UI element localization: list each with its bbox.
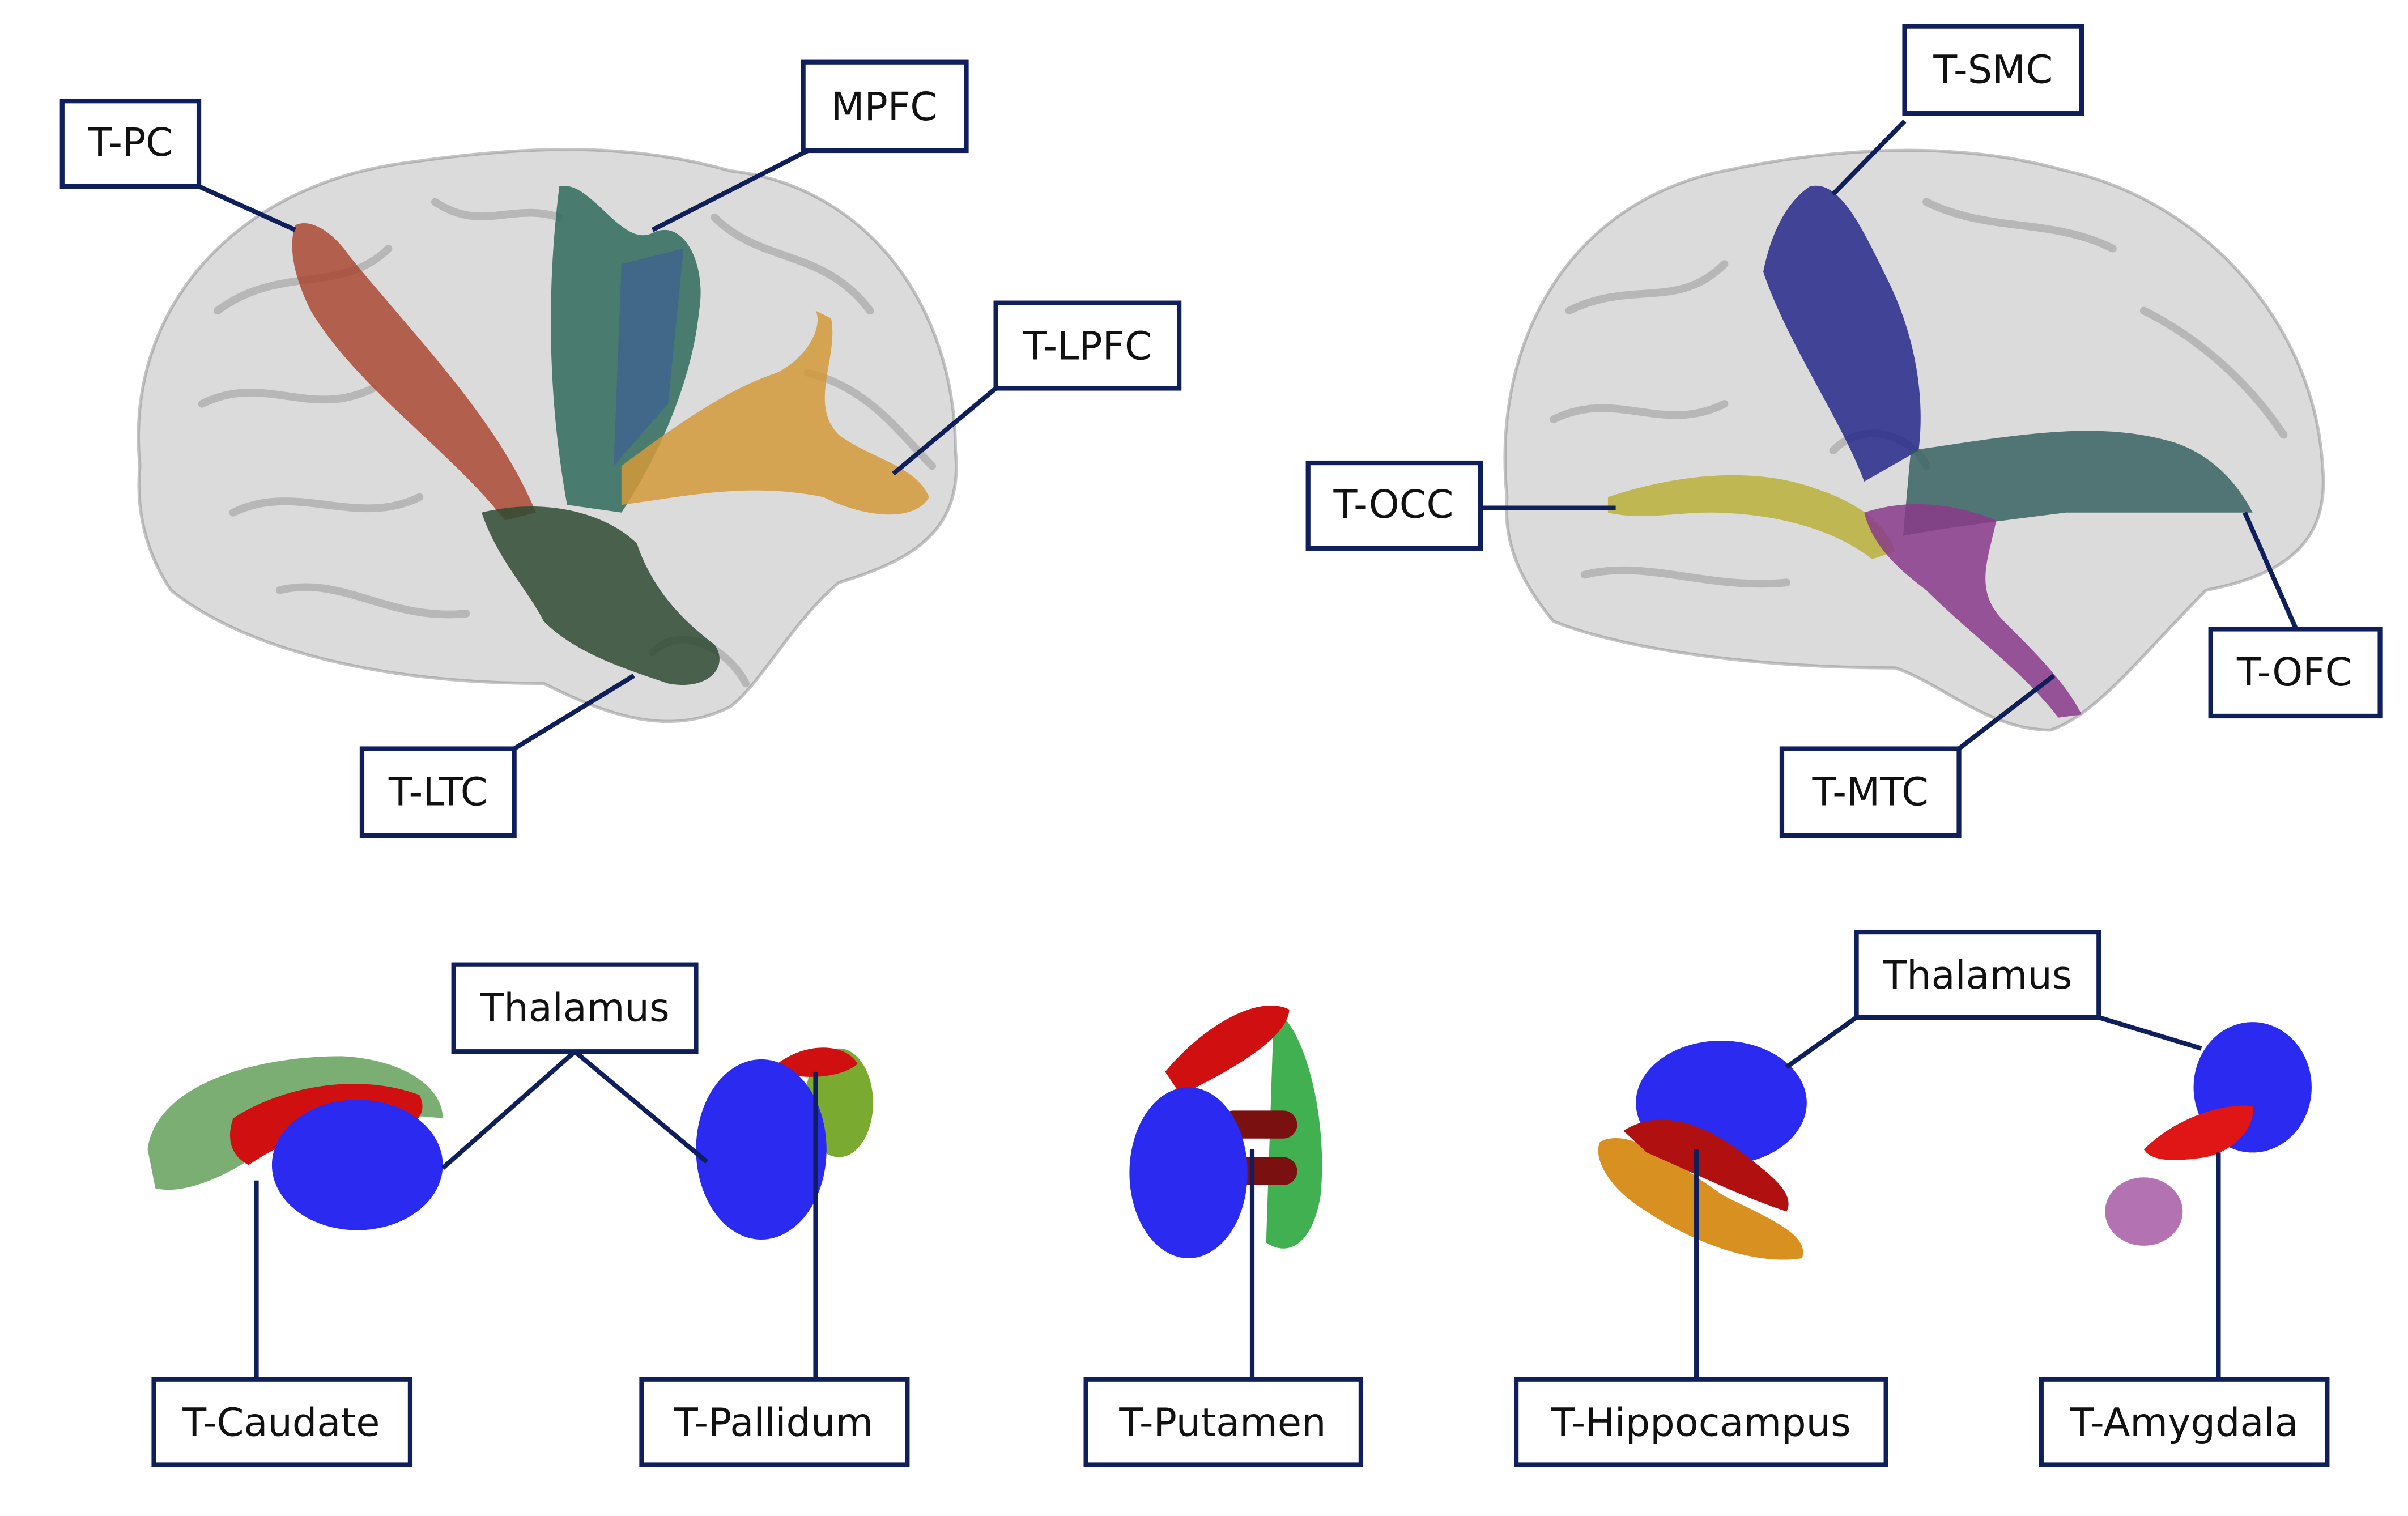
label-t-mtc: T-MTC — [1779, 746, 1962, 838]
leader-t-ltc — [513, 674, 635, 751]
pallidum-structure — [696, 1047, 873, 1240]
right-brain-medial-view — [1503, 148, 2325, 732]
leader-mpfc — [651, 148, 809, 232]
svg-text:T-Pallidum: T-Pallidum — [674, 1400, 873, 1445]
label-t-occ: T-OCC — [1305, 460, 1483, 551]
label-t-lpfc: T-LPFC — [993, 300, 1182, 391]
label-t-smc: T-SMC — [1902, 24, 2084, 116]
putamen-structure — [1129, 1006, 1322, 1258]
svg-text:T-OFC: T-OFC — [2236, 650, 2352, 695]
svg-text:T-Hippocampus: T-Hippocampus — [1551, 1400, 1851, 1445]
leader-thalamus-left-b — [573, 1050, 709, 1164]
svg-text:T-OCC: T-OCC — [1333, 482, 1454, 527]
label-t-ltc: T-LTC — [359, 746, 517, 838]
svg-text:T-Amygdala: T-Amygdala — [2070, 1400, 2299, 1445]
svg-text:T-SMC: T-SMC — [1933, 47, 2053, 92]
leader-t-pc — [198, 184, 296, 232]
label-thalamus-left: Thalamus — [451, 962, 699, 1054]
tract-pc — [292, 223, 537, 521]
label-t-putamen: T-Putamen — [1083, 1377, 1364, 1467]
leader-thalamus-left-a — [441, 1050, 577, 1170]
svg-text:T-MTC: T-MTC — [1812, 769, 1929, 815]
leader-t-mtc — [1958, 674, 2056, 751]
left-brain-lateral-view — [137, 148, 958, 723]
tract-occ — [1607, 475, 1896, 560]
leader-t-lpfc — [892, 386, 998, 476]
tract-ltc — [482, 506, 720, 685]
hippocampus-structure — [1598, 1041, 1807, 1260]
label-mpfc: MPFC — [801, 59, 969, 154]
tract-ofc — [1903, 431, 2253, 536]
tract-lpfc — [621, 310, 929, 515]
caudate-structure — [147, 1056, 443, 1230]
label-t-caudate: T-Caudate — [151, 1377, 413, 1467]
amygdala-structure — [2105, 1022, 2312, 1246]
leader-t-smc — [1831, 119, 1907, 196]
leader-thalamus-right-b — [2098, 1015, 2202, 1051]
label-t-ofc: T-OFC — [2208, 627, 2383, 719]
tract-mpfc-blue — [614, 248, 684, 466]
label-t-pc: T-PC — [59, 99, 202, 189]
svg-text:T-LPFC: T-LPFC — [1023, 323, 1152, 369]
svg-text:T-PC: T-PC — [88, 120, 173, 165]
label-t-amygdala: T-Amygdala — [2039, 1377, 2330, 1467]
svg-text:MPFC: MPFC — [831, 84, 937, 130]
label-t-hippocampus: T-Hippocampus — [1513, 1377, 1888, 1467]
leader-t-ofc — [2243, 512, 2299, 631]
label-t-pallidum: T-Pallidum — [639, 1377, 910, 1467]
svg-text:T-Putamen: T-Putamen — [1118, 1400, 1326, 1445]
svg-text:Thalamus: Thalamus — [479, 985, 669, 1030]
svg-text:T-LTC: T-LTC — [388, 769, 488, 815]
label-thalamus-right: Thalamus — [1854, 929, 2101, 1020]
svg-text:Thalamus: Thalamus — [1882, 953, 2072, 998]
tract-smc — [1763, 185, 1921, 482]
svg-text:T-Caudate: T-Caudate — [182, 1400, 380, 1445]
tract-mtc — [1864, 504, 2082, 718]
leader-thalamus-right-a — [1785, 1015, 1858, 1069]
